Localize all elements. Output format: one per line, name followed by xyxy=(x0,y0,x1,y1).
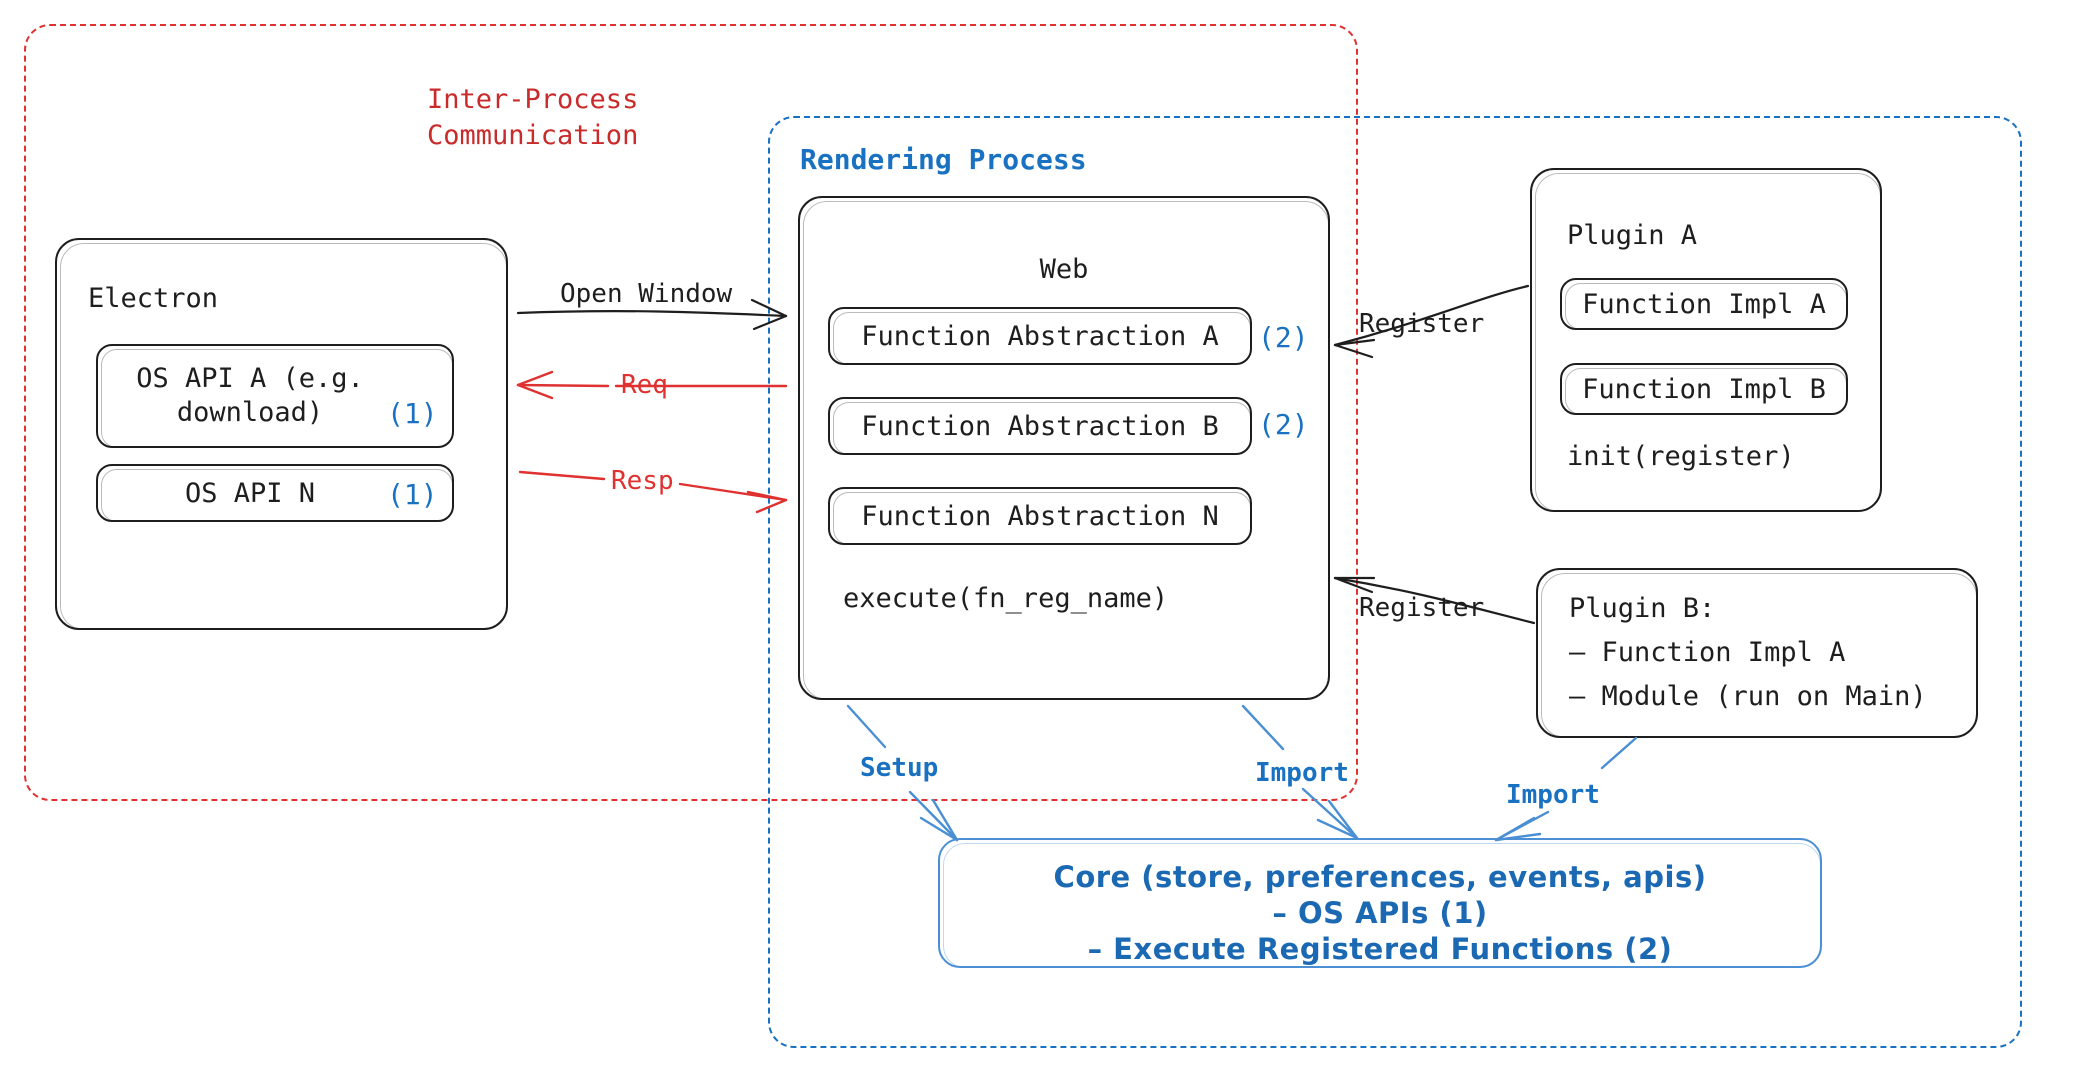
group-inter-process-communication xyxy=(24,24,1358,801)
arrow-label-register-top: Register xyxy=(1359,309,1485,339)
os-api-n-label: OS API N xyxy=(184,478,316,509)
core-box[interactable] xyxy=(938,838,1822,968)
group-ipc-label-line1: Inter-Process xyxy=(427,84,639,115)
core-line-3: – Execute Registered Functions (2) xyxy=(1087,932,1673,966)
function-abstraction-a-box[interactable] xyxy=(828,307,1252,365)
arrow-label-resp: Resp xyxy=(611,466,674,496)
function-impl-a-label: Function Impl A xyxy=(1582,289,1826,320)
function-abstraction-a-label: Function Abstraction A xyxy=(861,321,1219,352)
plugin-a-box[interactable] xyxy=(1530,168,1882,512)
os-api-a-label-line1: OS API A (e.g. xyxy=(136,363,364,394)
function-abstraction-n-box[interactable] xyxy=(828,487,1252,545)
os-api-a-box[interactable] xyxy=(96,344,454,448)
function-abstraction-b-box[interactable] xyxy=(828,397,1252,455)
os-api-a-label-line2: download) xyxy=(176,397,324,428)
plugin-b-title: Plugin B: xyxy=(1569,593,1716,624)
core-line-1: Core (store, preferences, events, apis) xyxy=(1053,860,1707,894)
function-impl-b-label: Function Impl B xyxy=(1582,374,1826,405)
function-abstraction-b-marker: (2) xyxy=(1258,408,1309,441)
function-abstraction-n-label: Function Abstraction N xyxy=(861,501,1219,532)
plugin-b-box[interactable] xyxy=(1536,568,1978,738)
arrow-label-req: Req xyxy=(621,370,668,400)
web-execute-label: execute(fn_reg_name) xyxy=(843,583,1169,614)
os-api-a-marker: (1) xyxy=(387,397,438,430)
arrow-label-import-right: Import xyxy=(1506,780,1600,810)
function-abstraction-b-label: Function Abstraction B xyxy=(861,411,1219,442)
os-api-n-box[interactable] xyxy=(96,464,454,522)
group-ipc-label-line2: Communication xyxy=(427,120,639,151)
arrow-label-setup: Setup xyxy=(860,753,939,783)
plugin-b-line-1: – Function Impl A xyxy=(1569,637,1846,668)
function-impl-a-box[interactable] xyxy=(1560,278,1848,330)
web-title: Web xyxy=(1039,254,1089,285)
group-rendering-process-label: Rendering Process xyxy=(800,143,1087,176)
plugin-a-title: Plugin A xyxy=(1567,220,1698,251)
plugin-b-line-2: – Module (run on Main) xyxy=(1569,681,1927,712)
group-rendering-process xyxy=(768,116,2022,1048)
electron-title: Electron xyxy=(88,283,219,314)
function-abstraction-a-marker: (2) xyxy=(1258,321,1309,354)
os-api-n-marker: (1) xyxy=(387,478,438,511)
plugin-a-init-label: init(register) xyxy=(1567,441,1795,472)
arrow-label-open-window: Open Window xyxy=(560,279,733,309)
arrow-label-register-bottom: Register xyxy=(1359,593,1485,623)
arrow-label-import-left: Import xyxy=(1255,758,1349,788)
function-impl-b-box[interactable] xyxy=(1560,363,1848,415)
core-line-2: – OS APIs (1) xyxy=(1272,896,1488,930)
